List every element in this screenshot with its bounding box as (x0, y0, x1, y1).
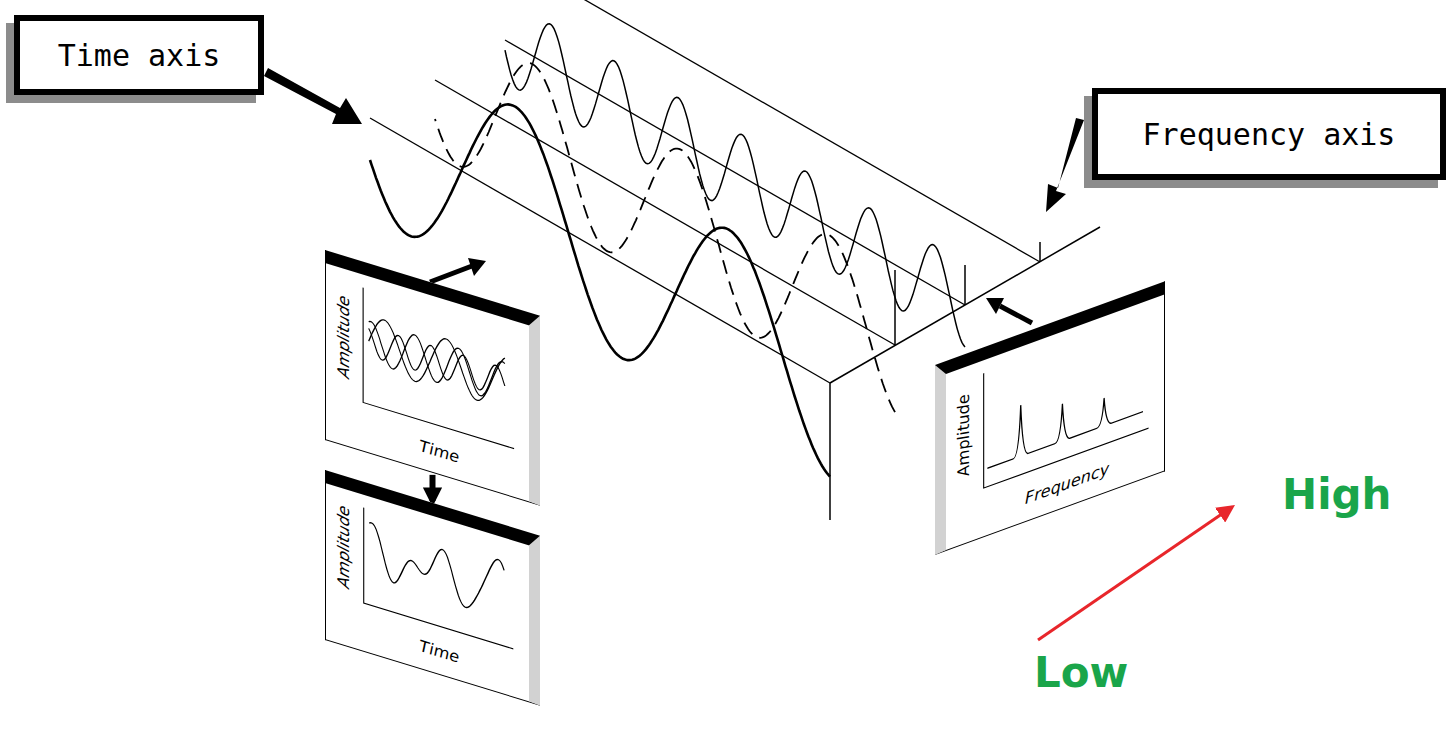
scale-label: High (1282, 474, 1392, 516)
panel-plot (326, 483, 529, 701)
axis-title: Amplitude (956, 392, 972, 480)
panel-plot (326, 263, 529, 501)
panel-plot (946, 295, 1164, 550)
axis-title: Amplitude (336, 293, 352, 380)
panel-arrow (468, 258, 486, 276)
amplitude-bar (964, 265, 966, 305)
axis-label-box: Frequency axis (1092, 88, 1446, 180)
pointer-arrow (264, 68, 362, 124)
pointer-arrow (1046, 118, 1084, 212)
time-panel: AmplitudeTime (325, 470, 540, 706)
panel-arrow (1000, 306, 1032, 323)
sine-wave (505, 24, 965, 347)
direction-arrow (1038, 507, 1232, 640)
axis-title: Time (420, 638, 460, 666)
axis-title: Frequency (1025, 461, 1109, 508)
panel-arrow (986, 298, 1004, 314)
time-panel: AmplitudeTime (325, 250, 540, 506)
axis-title: Time (420, 438, 460, 466)
vertical-axis-line (829, 383, 831, 520)
amplitude-bar (1039, 242, 1041, 262)
axis-label-box: Time axis (14, 15, 264, 95)
axis-title: Amplitude (336, 503, 352, 590)
time-axis-line (580, 0, 1040, 262)
axis-label: Time axis (58, 38, 221, 73)
flow-arrow (430, 475, 436, 501)
axis-label: Frequency axis (1143, 117, 1396, 152)
frequency-panel: AmplitudeFrequency (935, 281, 1165, 555)
amplitude-bar (894, 270, 896, 345)
panel-arrow (430, 266, 472, 282)
scale-label: Low (1034, 652, 1128, 694)
